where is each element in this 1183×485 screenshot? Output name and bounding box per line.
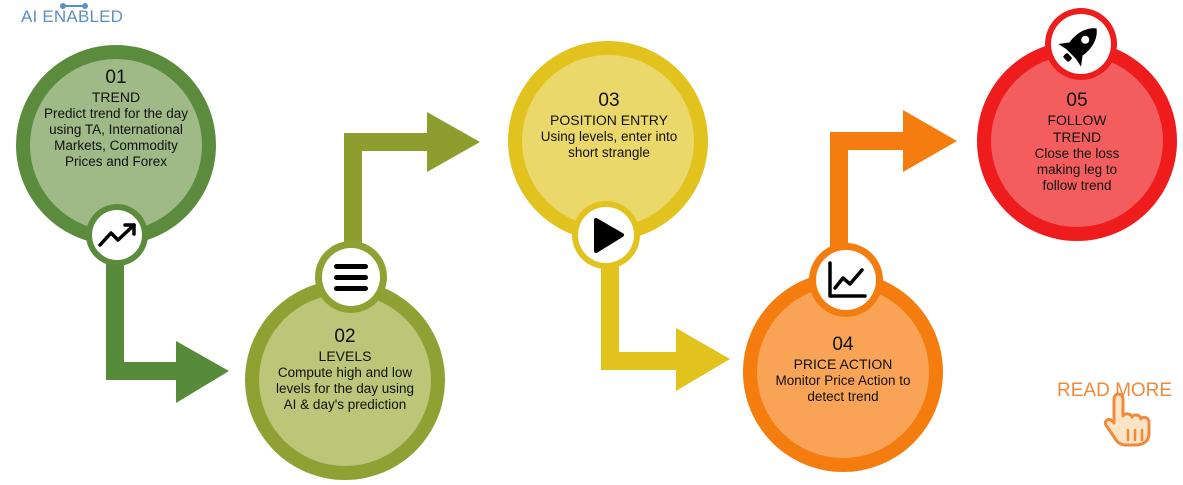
read-more-link[interactable]: READ MORE bbox=[1057, 380, 1173, 401]
step-title: LEVELS bbox=[318, 348, 372, 364]
step-04-circle bbox=[743, 272, 943, 472]
connector-arrow-3 bbox=[601, 258, 730, 391]
step-number: 04 bbox=[832, 334, 854, 355]
brand-logo-icon bbox=[60, 3, 88, 9]
step-04-text: 04 PRICE ACTION Monitor Price Action to … bbox=[773, 334, 913, 405]
step-description: Close the loss making leg to follow tren… bbox=[1034, 146, 1120, 193]
connector-arrow-4 bbox=[830, 110, 957, 262]
trending-up-icon bbox=[86, 204, 148, 266]
step-description: Compute high and low levels for the day … bbox=[275, 365, 415, 412]
step-title: PRICE ACTION bbox=[793, 356, 893, 372]
step-03-text: 03 POSITION ENTRY Using levels, enter in… bbox=[528, 90, 690, 161]
step-number: 03 bbox=[598, 90, 620, 111]
step-number: 02 bbox=[334, 326, 356, 347]
menu-lines-icon bbox=[315, 241, 387, 313]
step-description: Using levels, enter into short strangle bbox=[540, 129, 678, 160]
line-chart-icon bbox=[809, 243, 883, 317]
step-01-text: 01 TREND Predict trend for the day using… bbox=[36, 67, 196, 170]
step-number: 05 bbox=[1066, 90, 1088, 111]
step-05-text: 05 FOLLOW TREND Close the loss making le… bbox=[1022, 90, 1132, 194]
step-02-text: 02 LEVELS Compute high and low levels fo… bbox=[270, 326, 420, 413]
brand-text: AI ENABLED bbox=[21, 7, 124, 26]
step-01-circle bbox=[16, 45, 216, 245]
step-title: POSITION ENTRY bbox=[550, 112, 668, 128]
step-description: Monitor Price Action to detect trend bbox=[775, 373, 911, 404]
play-icon bbox=[572, 201, 640, 269]
step-05-circle bbox=[977, 41, 1177, 241]
brand-label: AI ENABLED bbox=[21, 3, 124, 27]
step-03-circle bbox=[508, 41, 708, 241]
step-title: TREND bbox=[91, 89, 141, 105]
connector-arrow-2 bbox=[344, 112, 480, 275]
step-02-circle bbox=[245, 280, 445, 480]
connector-arrow-1 bbox=[106, 250, 229, 403]
step-description: Predict trend for the day using TA, Inte… bbox=[43, 106, 189, 169]
step-title: FOLLOW TREND bbox=[1047, 112, 1107, 145]
hand-pointer-icon bbox=[1103, 392, 1151, 447]
rocket-icon bbox=[1045, 8, 1117, 80]
step-number: 01 bbox=[105, 67, 127, 88]
